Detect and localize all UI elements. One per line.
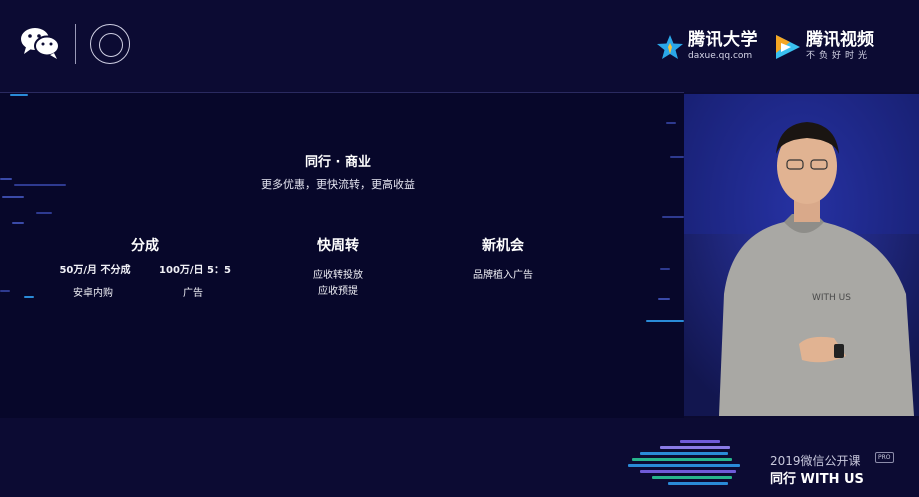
event-badge: PRO: [875, 452, 894, 463]
revenue-share-item: 50万/月 不分成: [59, 265, 131, 276]
deco-line: [0, 178, 12, 180]
tencent-edu-logo: 腾讯大学 daxue.qq.com: [656, 32, 758, 61]
top-bar: [0, 0, 919, 92]
brand-stripe: [680, 440, 720, 443]
wechat-open-class-seal-icon: [90, 24, 130, 64]
speaker-video: WITH US: [684, 94, 919, 416]
deco-line: [14, 184, 66, 186]
new-opportunity-item: 品牌植入广告: [473, 270, 533, 281]
tencent-edu-url: daxue.qq.com: [688, 51, 753, 61]
tencent-video-slogan: 不负好时光: [806, 51, 872, 61]
slide-title: 同行 · 商业: [305, 155, 371, 170]
shirt-logo-text: WITH US: [812, 293, 851, 303]
deco-line: [646, 320, 684, 322]
brand-stripe: [652, 476, 732, 479]
tencent-video-title: 腾讯视频: [806, 30, 874, 50]
deco-line: [0, 290, 10, 292]
deco-line: [666, 122, 676, 124]
column-heading-revenue-share: 分成: [131, 238, 159, 254]
deco-line: [12, 222, 24, 224]
deco-line: [662, 216, 684, 218]
fast-turnover-item: 应收转投放: [313, 270, 363, 281]
tencent-edu-title: 腾讯大学: [688, 30, 758, 50]
deco-line: [660, 268, 670, 270]
column-heading-fast-turnover: 快周转: [317, 238, 359, 254]
brand-stripe: [632, 458, 732, 461]
deco-line: [658, 298, 670, 300]
fast-turnover-item: 应收预提: [318, 286, 358, 297]
logo-divider: [75, 24, 76, 64]
tencent-video-logo: 腾讯视频 不负好时光: [772, 32, 874, 61]
tencent-edu-star-icon: [657, 34, 683, 59]
deco-line: [10, 94, 28, 96]
wechat-icon: [20, 26, 62, 64]
brand-stripe: [640, 470, 736, 473]
brand-stripe: [640, 452, 728, 455]
event-slogan: 同行 WITH US: [770, 472, 864, 487]
tencent-video-play-icon: [776, 34, 800, 59]
column-heading-new-opportunity: 新机会: [482, 238, 524, 254]
slide-subtitle: 更多优惠，更快流转，更高收益: [261, 178, 415, 191]
deco-line: [24, 296, 34, 298]
event-title: 2019微信公开课: [770, 454, 861, 468]
revenue-share-item: 安卓内购: [73, 288, 113, 299]
bottom-bar: [0, 418, 919, 497]
brand-stripe: [668, 482, 728, 485]
slide-area: [0, 92, 684, 420]
revenue-share-item: 100万/日 5：5: [159, 265, 231, 276]
brand-stripe: [628, 464, 740, 467]
deco-line: [36, 212, 52, 214]
revenue-share-item: 广告: [183, 288, 203, 299]
deco-line: [670, 156, 684, 158]
deco-line: [2, 196, 24, 198]
brand-stripe: [660, 446, 730, 449]
